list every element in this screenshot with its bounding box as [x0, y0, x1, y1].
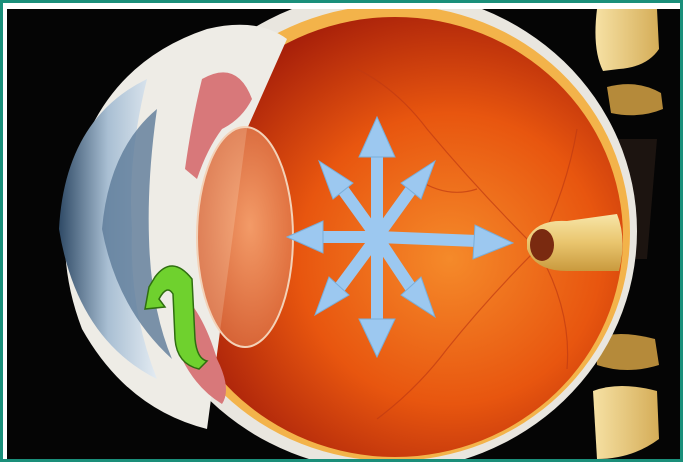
- arrow-right: [377, 237, 477, 241]
- eye-illustration: [7, 9, 680, 459]
- eye-cross-section-svg: [7, 9, 680, 459]
- optic-disc: [530, 229, 554, 261]
- lens: [197, 127, 293, 347]
